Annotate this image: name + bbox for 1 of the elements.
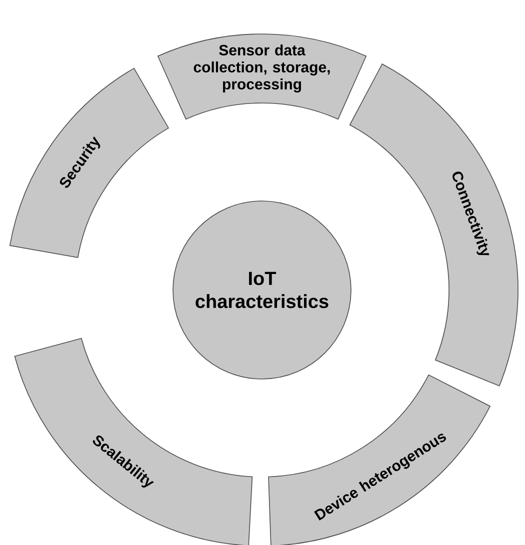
ring-segment: Sensor data collection, storage, processing [157,34,367,120]
